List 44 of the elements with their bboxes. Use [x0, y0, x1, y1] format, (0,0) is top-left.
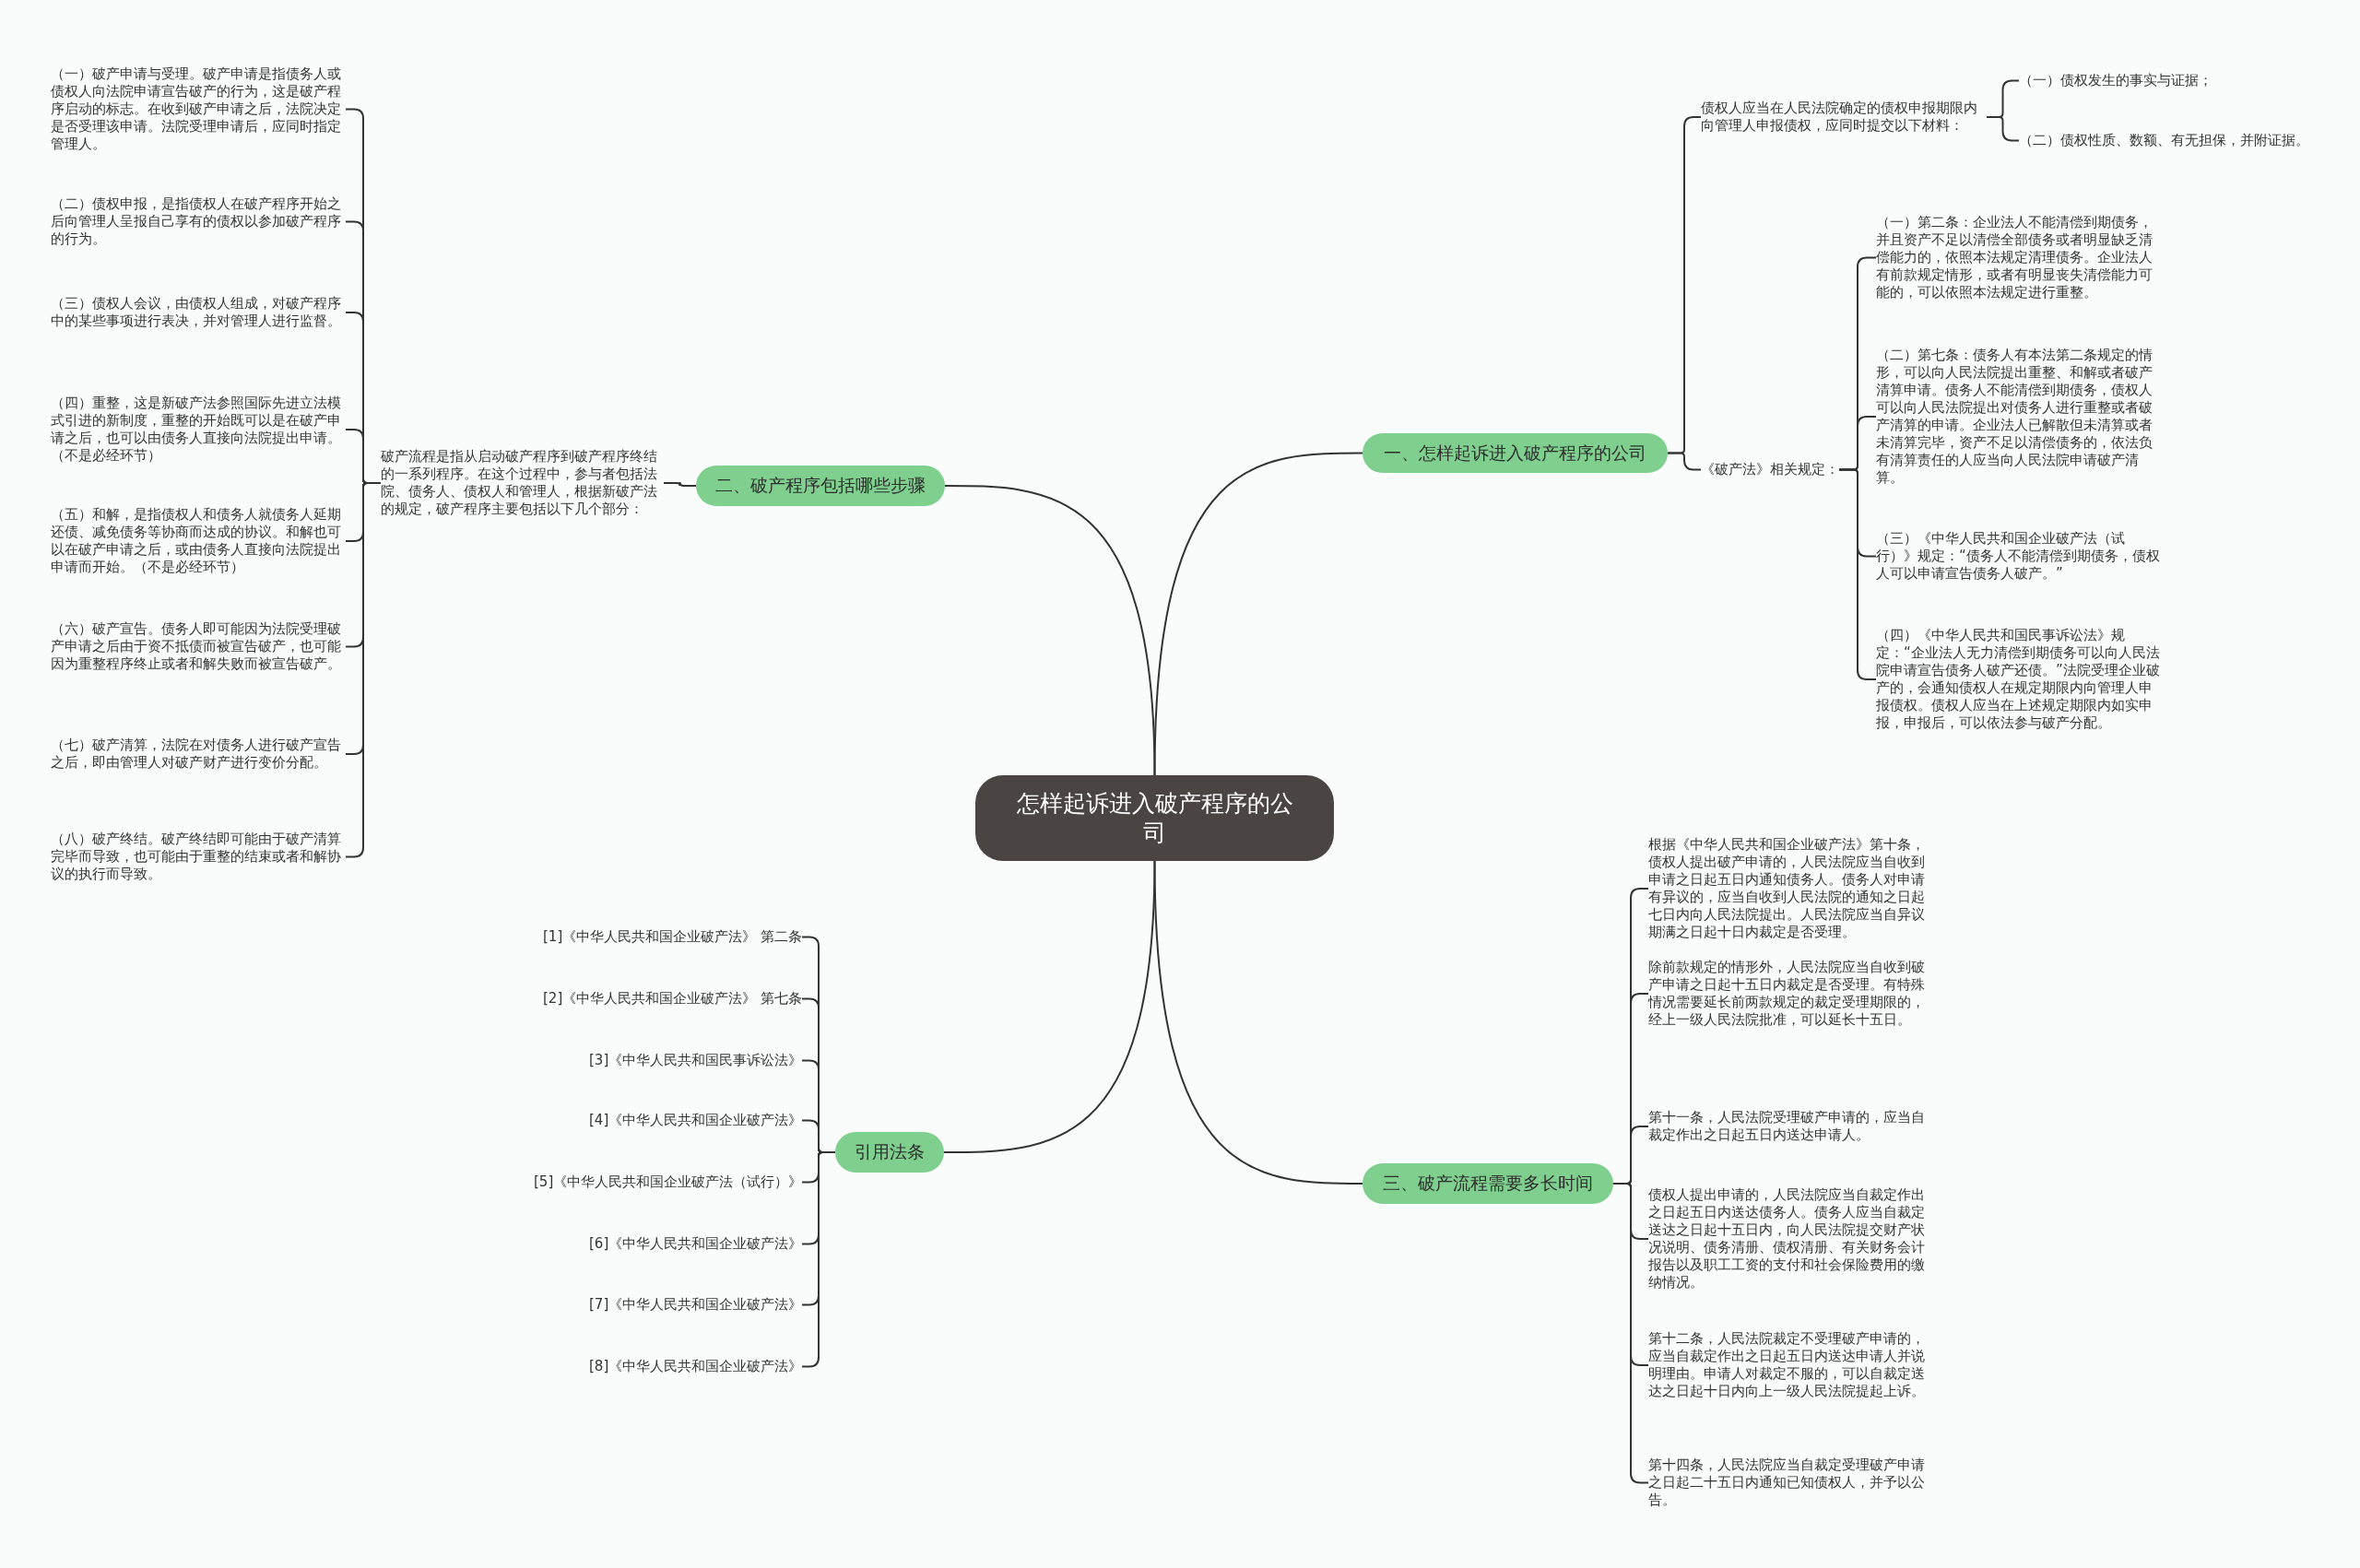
topic-text: [1]《中华人民共和国企业破产法》 第二条 [543, 928, 802, 946]
connector-line [1153, 860, 1363, 1185]
connector-line [1667, 452, 1702, 471]
topic-text: [2]《中华人民共和国企业破产法》 第七条 [543, 990, 802, 1008]
connector-line [1612, 1183, 1649, 1484]
topic-text: 债权人应当在人民法院确定的债权申报期限内向管理人申报债权，应同时提交以下材料： [1701, 100, 1987, 135]
topic-text: 第十二条，人民法院裁定不受理破产申请的，应当自裁定作出之日起五日内送达申请人并说明理由。申请人对裁定不服的，可以自裁定送达之日起十日内向上一级人民法院提起上诉。 [1648, 1330, 1929, 1400]
topic-text: [3]《中华人民共和国民事诉讼法》 [589, 1052, 803, 1069]
topic-text: 《破产法》相关规定： [1701, 461, 1839, 478]
topic-text: （一）破产申请与受理。破产申请是指债务人或债权人向法院申请宣告破产的行为，这是破产程序启动的标志。在收到破产申请之后，法院决定是否受理该申请。法院受理申请后，应同时指定管理人。 [51, 65, 346, 153]
branch-topic: 二、破产程序包括哪些步骤 [696, 466, 945, 506]
connector-line [943, 860, 1156, 1153]
topic-text: （四）重整，这是新破产法参照国际先进立法模式引进的新制度，重整的开始既可以是在破产申请之后，也可以由债务人直接向法院提出申请。（不是必经环节） [51, 395, 346, 465]
connector-line [663, 481, 697, 487]
topic-text: [6]《中华人民共和国企业破产法》 [589, 1235, 803, 1253]
topic-text: 根据《中华人民共和国企业破产法》第十条，债权人提出破产申请的，人民法院应当自收到申请之日起五日内通知债务人。债务人对申请有异议的，应当自收到人民法院的通知之日起七日内向人民法院提出。人民法院应当自异议期满之日起十日内裁定是否受理。 [1648, 836, 1929, 941]
topic-text: （一）第二条：企业法人不能清偿到期债务，并且资产不足以清偿全部债务或者明显缺乏清偿能力的，依照本法规定清理债务。企业法人有前款规定情形，或者有明显丧失清偿能力可能的，可以依照本法规定进行重整。 [1876, 214, 2162, 301]
topic-text: （三）债权人会议，由债权人组成，对破产程序中的某些事项进行表决，并对管理人进行监督。 [51, 295, 346, 330]
topic-text: （八）破产终结。破产终结即可能由于破产清算完毕而导致，也可能由于重整的结束或者和解协议的执行而导致。 [51, 831, 346, 883]
connector-line [1153, 452, 1363, 776]
topic-text: [7]《中华人民共和国企业破产法》 [589, 1296, 803, 1314]
topic-text: [5]《中华人民共和国企业破产法（试行）》 [534, 1173, 803, 1191]
connector-line [944, 485, 1156, 776]
central-topic: 怎样起诉进入破产程序的公司 [975, 775, 1334, 861]
topic-text: 破产流程是指从启动破产程序到破产程序终结的一系列程序。在这个过程中，参与者包括法院、债务人、债权人和管理人，根据新破产法的规定，破产程序主要包括以下几个部分： [381, 448, 664, 518]
topic-text: （一）债权发生的事实与证据； [2019, 72, 2295, 89]
branch-topic: 一、怎样起诉进入破产程序的公司 [1363, 433, 1668, 473]
topic-text: 除前款规定的情形外，人民法院应当自收到破产申请之日起十五日内裁定是否受理。有特殊情况需要延长前两款规定的裁定受理期限的，经上一级人民法院批准，可以延长十五日。 [1648, 959, 1929, 1029]
topic-text: （三）《中华人民共和国企业破产法（试行）》规定：“债务人不能清偿到期债务，债权人可以申请宣告债务人破产。” [1876, 530, 2162, 583]
topic-text: （六）破产宣告。债务人即可能因为法院受理破产申请之后由于资不抵债而被宣告破产，也可能因为重整程序终止或者和解失败而被宣告破产。 [51, 620, 346, 673]
topic-text: 债权人提出申请的，人民法院应当自裁定作出之日起五日内送达债务人。债务人应当自裁定送达之日起十五日内，向人民法院提交财产状况说明、债务清册、债权清册、有关财务会计报告以及职工工资的支付和社会保险费用的缴纳情况。 [1648, 1186, 1929, 1291]
branch-topic: 引用法条 [835, 1132, 944, 1173]
connector-line [1986, 116, 2020, 142]
topic-text: （五）和解，是指债权人和债务人就债务人延期还债、减免债务等协商而达成的协议。和解也可以在破产申请之后，或由债务人直接向法院提出申请而开始。（不是必经环节） [51, 506, 346, 576]
topic-text: 第十四条，人民法院应当自裁定受理破产申请之日起二十五日内通知已知债权人，并予以公告。 [1648, 1456, 1929, 1509]
topic-text: （二）债权性质、数额、有无担保，并附证据。 [2019, 132, 2312, 149]
topic-text: （四）《中华人民共和国民事诉讼法》规定：“企业法人无力清偿到期债务可以向人民法院申请宣告债务人破产还债。”法院受理企业破产的，会通知债权人在规定期限内向管理人申报债权。债权人应当在上述规定期限内如实申报，申报后，可以依法参与破产分配。 [1876, 627, 2162, 732]
branch-topic: 三、破产流程需要多长时间 [1363, 1163, 1613, 1204]
topic-text: （二）第七条：债务人有本法第二条规定的情形，可以向人民法院提出重整、和解或者破产清算申请。债务人不能清偿到期债务，债权人可以向人民法院提出对债务人进行重整或者破产清算的申请。企业法人已解散但未清算或者未清算完毕，资产不足以清偿债务的，依法负有清算责任的人应当向人民法院申请破产清算。 [1876, 347, 2162, 487]
topic-text: 第十一条，人民法院受理破产申请的，应当自裁定作出之日起五日内送达申请人。 [1648, 1109, 1929, 1144]
topic-text: （七）破产清算，法院在对债务人进行破产宣告之后，即由管理人对破产财产进行变价分配。 [51, 737, 346, 772]
topic-text: [8]《中华人民共和国企业破产法》 [589, 1358, 803, 1375]
topic-text: [4]《中华人民共和国企业破产法》 [589, 1112, 803, 1129]
topic-text: （二）债权申报，是指债权人在破产程序开始之后向管理人呈报自己享有的债权以参加破产程序的行为。 [51, 195, 346, 248]
